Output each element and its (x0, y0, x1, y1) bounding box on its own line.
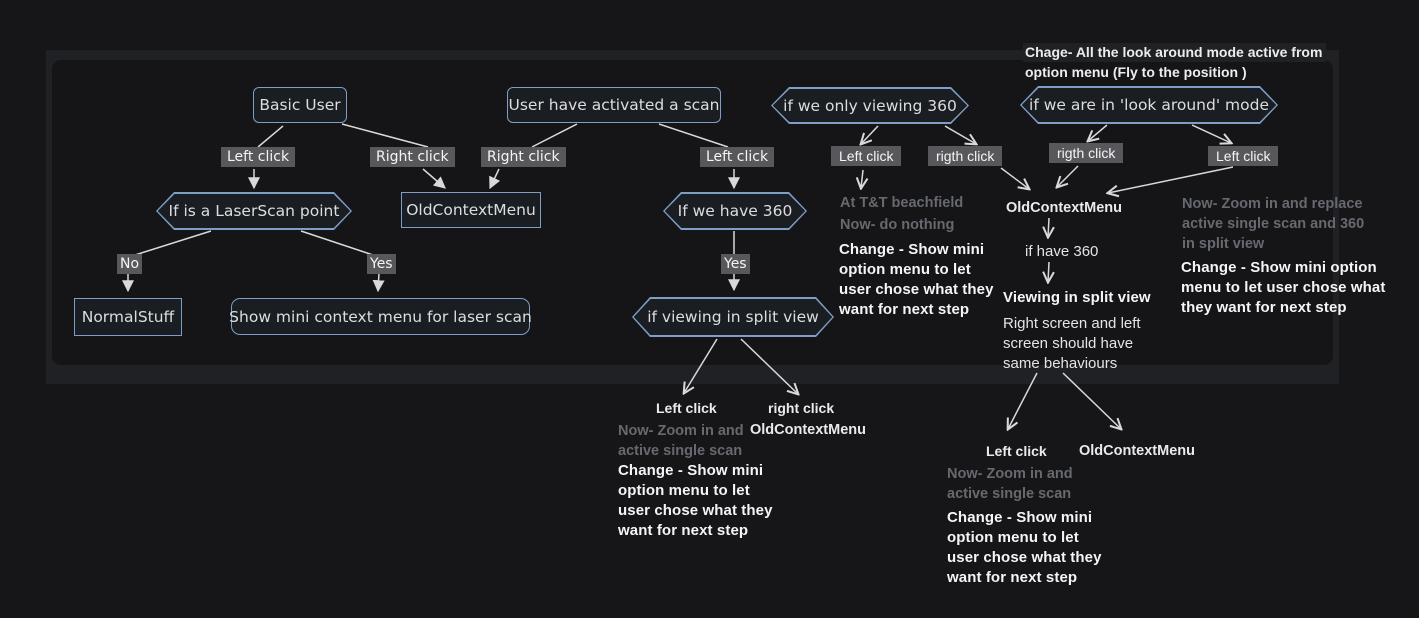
node-normal-stuff[interactable]: NormalStuff (74, 298, 182, 336)
edge-label-left-click-scan[interactable]: Left click (700, 147, 775, 167)
text-viewing-split-title[interactable]: Viewing in split view (1003, 289, 1151, 306)
node-if-only-viewing-360[interactable]: if we only viewing 360 (771, 87, 969, 124)
edge-label-left-click-basic[interactable]: Left click (221, 147, 296, 167)
annotation-change-look[interactable]: Change - Show mini option menu to let us… (1181, 259, 1386, 316)
text-old-context-menu-mid[interactable]: OldContextMenu (1006, 200, 1122, 216)
edge-label-left-click-look[interactable]: Left click (1208, 146, 1279, 166)
edge-label-yes-laser[interactable]: Yes (367, 254, 396, 274)
node-if-laserscan-point[interactable]: If is a LaserScan point (156, 192, 352, 230)
annotation-right-screen[interactable]: Right screen and left screen should have… (1003, 315, 1141, 372)
annotation-change-mid2[interactable]: Change - Show mini option menu to let us… (947, 509, 1102, 586)
annotation-change-split[interactable]: Change - Show mini option menu to let us… (618, 462, 773, 539)
annotation-now-replace[interactable]: Now- Zoom in and replace active single s… (1182, 196, 1365, 252)
annotation-split-now[interactable]: Now- Zoom in and active single scan (618, 423, 744, 459)
edge-label-right-click-basic[interactable]: Right click (370, 147, 455, 167)
top-note-line: Chage- All the look around mode active f… (1023, 43, 1327, 62)
edge-label-rigth-click-360[interactable]: rigth click (928, 146, 1003, 166)
text-split-left-click[interactable]: Left click (656, 400, 717, 416)
edge-label-rigth-click-look[interactable]: rigth click (1049, 143, 1124, 163)
node-show-mini-context-laser[interactable]: Show mini context menu for laser scan (229, 298, 532, 335)
annotation-mid2-now[interactable]: Now- Zoom in and active single scan (947, 466, 1073, 502)
edge-label-right-click-scan[interactable]: Right click (481, 147, 566, 167)
node-old-context-menu[interactable]: OldContextMenu (401, 192, 541, 228)
text-if-have-360[interactable]: if have 360 (1025, 243, 1099, 260)
text-split-right-click[interactable]: right click (768, 400, 835, 416)
top-note-line: option menu (Fly to the position ) (1025, 64, 1247, 80)
node-if-viewing-split-view[interactable]: if viewing in split view (632, 297, 834, 337)
top-note[interactable]: Chage- All the look around mode active f… (1023, 42, 1327, 82)
text-mid2-old-context-menu[interactable]: OldContextMenu (1079, 443, 1195, 459)
text-split-old-context-menu[interactable]: OldContextMenu (750, 422, 866, 438)
node-basic-user[interactable]: Basic User (253, 87, 347, 123)
annotation-at-tt[interactable]: At T&T beachfield Now- do nothing (840, 195, 964, 233)
text-mid2-left-click[interactable]: Left click (986, 443, 1047, 459)
node-user-activated-scan[interactable]: User have activated a scan (507, 87, 721, 123)
edge-label-no[interactable]: No (117, 254, 143, 274)
edge-label-yes-360[interactable]: Yes (721, 254, 750, 274)
node-if-look-around-mode[interactable]: if we are in 'look around' mode (1020, 86, 1278, 124)
node-if-we-have-360[interactable]: If we have 360 (663, 192, 807, 230)
edge-label-left-click-360[interactable]: Left click (831, 146, 902, 166)
annotation-change-360[interactable]: Change - Show mini option menu to let us… (839, 241, 994, 318)
